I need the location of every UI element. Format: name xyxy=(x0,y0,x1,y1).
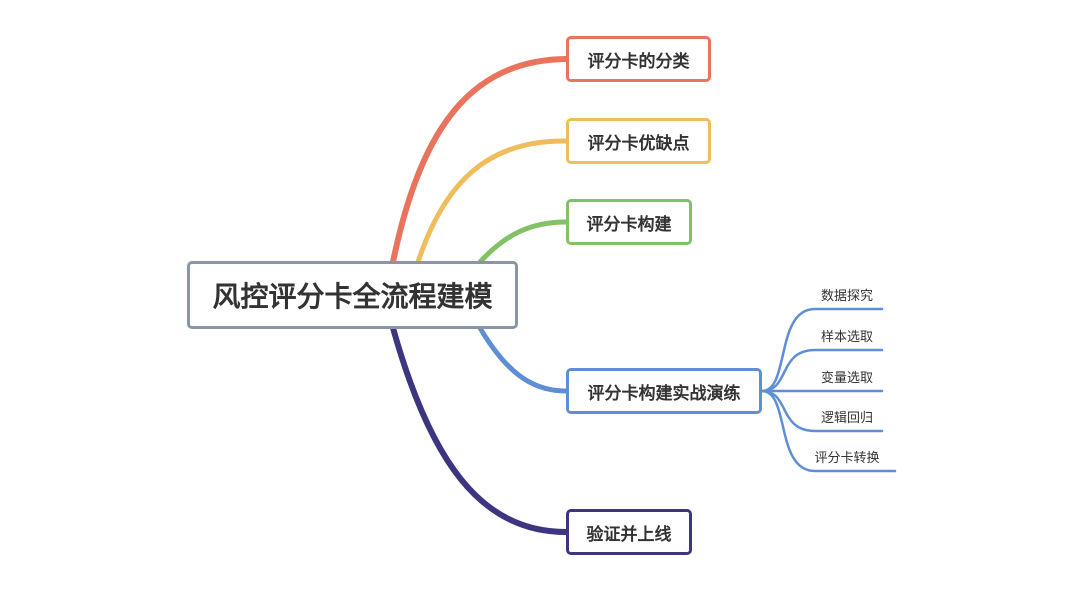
branch-node-validate-deploy[interactable]: 验证并上线 xyxy=(566,509,692,555)
leaf-node-variable-selection[interactable]: 变量选取 xyxy=(820,371,873,386)
branch-label: 评分卡构建 xyxy=(586,214,672,235)
leaf-node-logistic-regression[interactable]: 逻辑回归 xyxy=(820,411,873,426)
branch-label: 评分卡构建实战演练 xyxy=(587,383,741,404)
connector-branch-5 xyxy=(390,325,569,535)
connector-branch-1 xyxy=(390,56,569,265)
branch-label: 评分卡优缺点 xyxy=(587,133,690,154)
connector-leaf-1 xyxy=(760,307,884,393)
root-label: 风控评分卡全流程建模 xyxy=(212,280,493,313)
leaf-node-sample-selection[interactable]: 样本选取 xyxy=(820,330,873,345)
connector-branch-3 xyxy=(477,219,569,265)
leaf-node-scorecard-conversion[interactable]: 评分卡转换 xyxy=(814,451,880,466)
branch-node-pros-cons[interactable]: 评分卡优缺点 xyxy=(566,118,711,164)
branch-node-scorecard-build[interactable]: 评分卡构建 xyxy=(566,199,692,245)
connector-branch-4 xyxy=(477,325,569,394)
branch-node-scorecard-classification[interactable]: 评分卡的分类 xyxy=(566,36,711,82)
leaf-node-data-exploration[interactable]: 数据探究 xyxy=(820,289,873,304)
connector-leaf-2 xyxy=(760,348,884,393)
connector-leaf-5 xyxy=(760,389,897,473)
connector-branch-2 xyxy=(415,138,569,265)
branch-label: 验证并上线 xyxy=(586,524,672,545)
branch-label: 评分卡的分类 xyxy=(587,51,690,72)
branch-node-build-practice[interactable]: 评分卡构建实战演练 xyxy=(566,368,762,414)
root-node[interactable]: 风控评分卡全流程建模 xyxy=(187,261,518,329)
